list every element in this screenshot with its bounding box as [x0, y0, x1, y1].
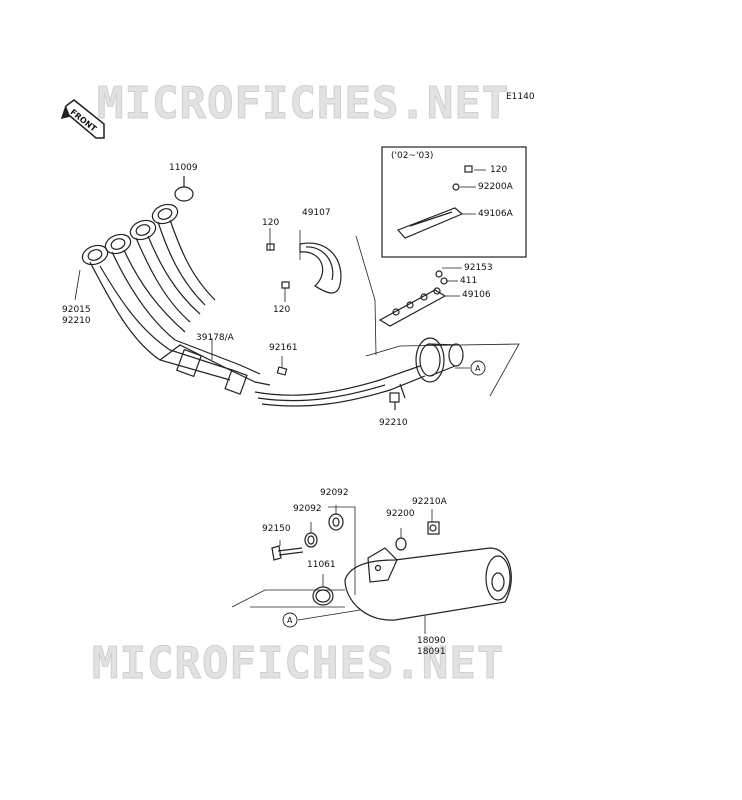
callout-92161: 92161 [269, 343, 298, 353]
diagram-reference: E1140 [506, 92, 535, 102]
bolt-92150 [271, 545, 282, 561]
bolts-120 [266, 165, 473, 289]
callout-92015: 92015 [62, 305, 91, 315]
stay-49106 [378, 289, 447, 327]
callout-92210-left: 92210 [62, 316, 91, 326]
heat-shield-49107 [299, 242, 342, 294]
inset-title: ('02~'03) [391, 151, 434, 161]
callout-120-upper: 120 [262, 218, 280, 228]
callout-92210A: 92210A [412, 497, 447, 507]
callout-92150: 92150 [262, 524, 291, 534]
watermark-bottom: MICROFICHES.NET [91, 638, 505, 690]
marker-a-upper: A [475, 364, 481, 373]
marker-a-lower: A [287, 616, 293, 625]
header-flanges [81, 203, 179, 266]
callout-411: 411 [460, 276, 478, 286]
front-arrow-icon [60, 99, 105, 139]
callout-18091: 18091 [417, 647, 446, 657]
callout-92092-collar: 92092 [293, 504, 322, 514]
muffler-18090 [344, 547, 512, 621]
callout-92200: 92200 [386, 509, 415, 519]
callout-92200A: 92200A [478, 182, 513, 192]
stay-49106A [396, 207, 464, 239]
inset-frame [381, 146, 527, 258]
callout-92210-mid: 92210 [379, 418, 408, 428]
callout-49106: 49106 [462, 290, 491, 300]
watermark-top: MICROFICHES.NET [96, 78, 510, 130]
callout-120-inset: 120 [490, 165, 508, 175]
callout-18090: 18090 [417, 636, 446, 646]
gasket-11009 [174, 186, 194, 202]
callout-92092-grommet: 92092 [320, 488, 349, 498]
callout-120-lower: 120 [273, 305, 291, 315]
callout-49106A: 49106A [478, 209, 513, 219]
callout-11009: 11009 [169, 163, 198, 173]
callout-92153: 92153 [464, 263, 493, 273]
callout-49107: 49107 [302, 208, 331, 218]
callout-11061: 11061 [307, 560, 336, 570]
callout-39178-a: 39178/A [196, 333, 234, 343]
